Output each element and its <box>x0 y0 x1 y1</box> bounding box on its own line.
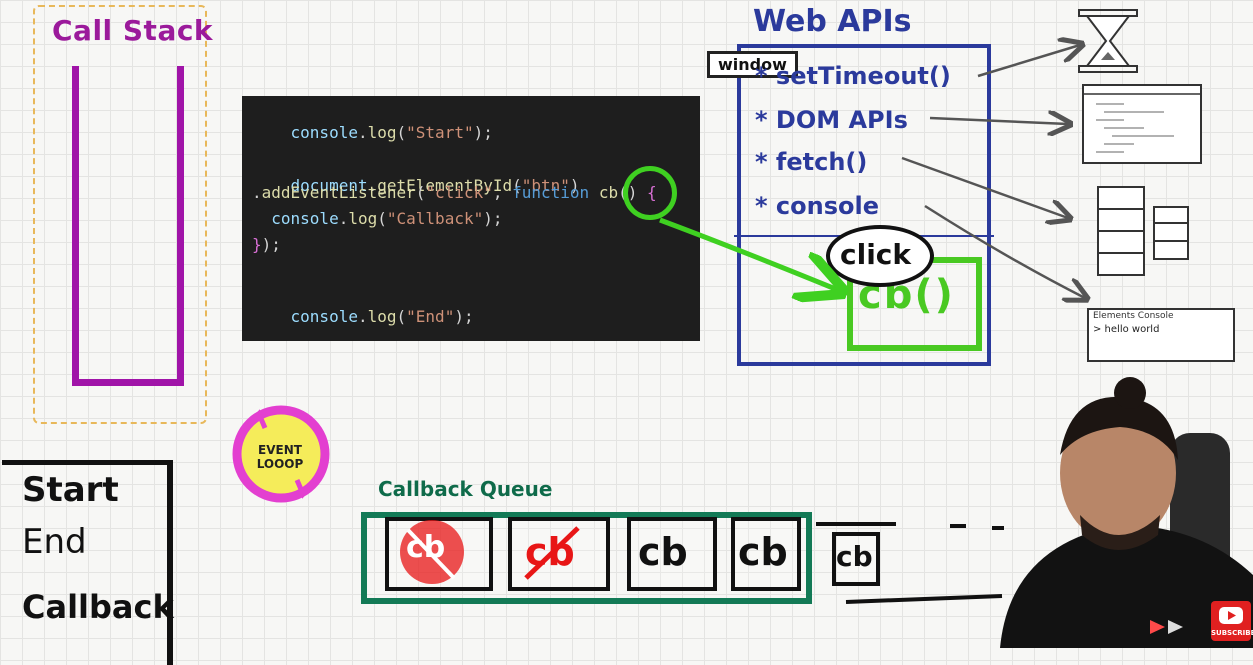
code-line: }); <box>252 235 281 254</box>
queue-item-label: cb <box>406 530 446 565</box>
queue-slot-processed <box>508 517 610 591</box>
devtools-output: > hello world <box>1093 324 1160 335</box>
play-icon <box>1219 607 1243 624</box>
callback-queue-title: Callback Queue <box>378 477 553 501</box>
callback-highlight-circle <box>623 166 677 220</box>
code-line: document.getElementById("btn") <box>290 176 580 195</box>
presenter-image <box>1000 377 1253 648</box>
subscribe-label: SUBSCRIBE <box>1211 629 1253 637</box>
queue-item-label: cb <box>738 530 788 574</box>
code-editor: console.log("Start"); document.getElemen… <box>242 96 700 341</box>
queue-slot <box>627 517 717 591</box>
subscribe-button[interactable] <box>1211 601 1251 641</box>
code-line: .addEventListener("click", function cb()… <box>252 183 657 202</box>
api-item-settimeout: * setTimeout() <box>755 62 951 90</box>
arrow-fetch-to-server <box>901 156 1068 218</box>
output-line-callback: Callback <box>22 588 174 626</box>
devtools-console-panel <box>1087 308 1235 362</box>
code-line: console.log("Start"); <box>290 123 493 142</box>
arrow-cb-to-webapi <box>659 217 838 290</box>
arrow-console-to-devtools <box>924 204 1085 298</box>
output-line-end: End <box>22 522 87 562</box>
api-item-dom-apis: * DOM APIs <box>755 106 908 134</box>
web-apis-title: Web APIs <box>753 4 912 39</box>
window-object-box <box>737 44 991 366</box>
timer-hourglass-icon <box>1078 9 1138 73</box>
code-line: console.log("Callback"); <box>271 209 503 228</box>
server-icon <box>1097 186 1189 276</box>
console-output-box <box>2 460 173 665</box>
html-document-icon <box>1082 84 1202 164</box>
event-loop-icon <box>232 405 330 503</box>
window-label: window <box>707 51 798 78</box>
api-item-console: * console <box>755 192 879 220</box>
arrow-settimeout-to-timer <box>977 45 1080 78</box>
queue-slot <box>832 532 880 586</box>
call-stack-zone <box>33 5 207 424</box>
arrows-layer <box>659 0 1253 648</box>
queue-item-label: cb <box>836 540 873 573</box>
devtools-tabs: Elements Console <box>1093 311 1174 321</box>
call-stack-title: Call Stack <box>52 14 214 47</box>
output-line-start: Start <box>22 470 119 510</box>
arrow-dom-to-document <box>929 118 1068 124</box>
call-stack-container <box>72 66 184 386</box>
processed-cross-icon <box>400 520 464 584</box>
queue-slot <box>731 517 801 591</box>
queue-item-label: cb <box>638 530 688 574</box>
crossed-out-icon <box>524 526 580 580</box>
callback-queue <box>361 512 812 604</box>
code-line: console.log("End"); <box>290 307 474 326</box>
queue-extension-lines <box>816 522 1004 604</box>
event-loop-label: EVENT LOOOP <box>256 443 304 471</box>
api-item-fetch: * fetch() <box>755 148 868 176</box>
